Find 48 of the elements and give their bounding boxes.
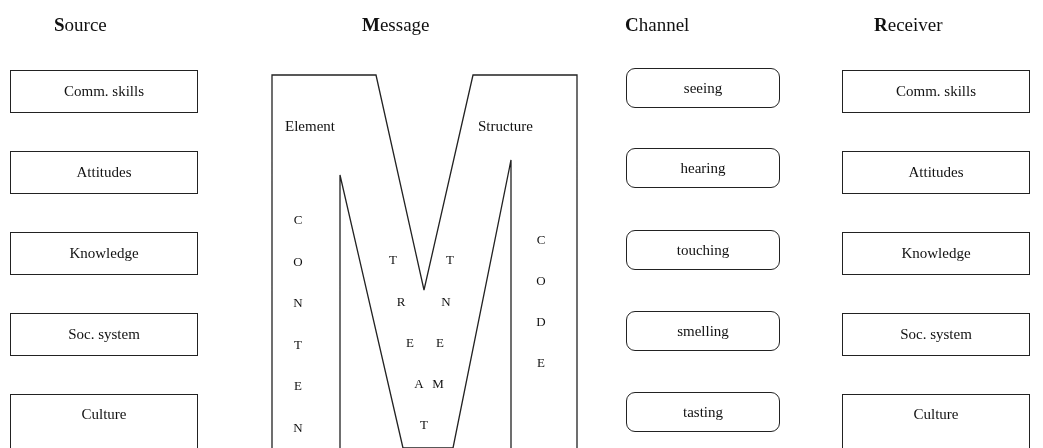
box-label: Culture — [81, 406, 127, 423]
text-box — [10, 70, 198, 113]
text-box — [10, 232, 198, 275]
letter: R — [395, 294, 407, 310]
text-box — [842, 232, 1030, 275]
box-label: tasting — [683, 403, 723, 421]
box-label: Soc. system — [68, 326, 140, 343]
box-label: Soc. system — [900, 326, 972, 343]
text-box — [842, 151, 1030, 194]
box-label: Attitudes — [76, 164, 132, 181]
letter: T — [445, 252, 455, 268]
column-heading: Receiver — [874, 14, 943, 36]
text-box — [10, 313, 198, 356]
text-box — [842, 313, 1030, 356]
box-label: Comm. skills — [64, 83, 144, 100]
rounded-box — [626, 392, 780, 432]
section-label: Structure — [478, 118, 533, 135]
letter: M — [431, 376, 445, 392]
letter: T — [419, 417, 429, 433]
letter: T — [388, 252, 398, 268]
letter: A — [413, 376, 425, 392]
vertical-text: CODE — [535, 232, 547, 371]
letter: N — [440, 294, 452, 310]
box-label: Attitudes — [908, 164, 964, 181]
text-box — [10, 151, 198, 194]
letter-m-shape — [272, 75, 578, 448]
rounded-box — [626, 230, 780, 270]
column-heading: Message — [362, 14, 430, 36]
rounded-box — [626, 68, 780, 108]
rounded-box — [626, 311, 780, 351]
box-label: touching — [676, 241, 730, 259]
box-label: Knowledge — [901, 245, 971, 262]
text-box — [10, 394, 198, 448]
section-label: Element — [285, 118, 335, 135]
column-heading: Channel — [625, 14, 690, 36]
text-box — [842, 394, 1030, 448]
rounded-box — [626, 148, 780, 188]
box-label: hearing — [680, 159, 726, 177]
text-box — [842, 70, 1030, 113]
box-label: Knowledge — [69, 245, 139, 262]
box-label: smelling — [677, 322, 729, 340]
box-label: Culture — [913, 406, 959, 423]
letter: E — [405, 335, 415, 351]
box-label: seeing — [683, 79, 723, 97]
column-heading: Source — [54, 14, 107, 36]
letter: E — [435, 335, 445, 351]
vertical-text: CONTEN — [292, 212, 304, 436]
box-label: Comm. skills — [896, 83, 976, 100]
